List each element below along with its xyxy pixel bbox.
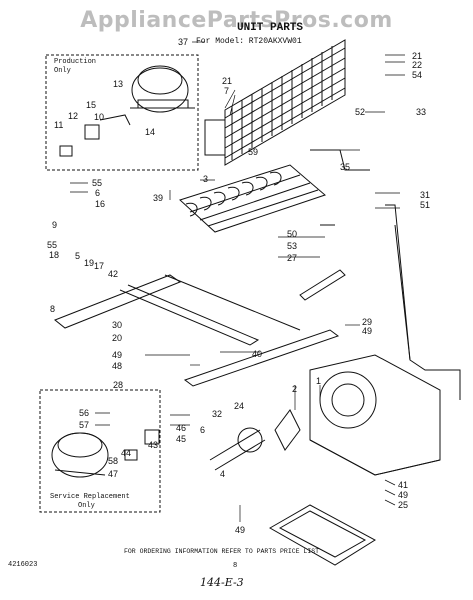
part-callout: 11 — [54, 120, 64, 130]
fan-motor — [209, 409, 301, 471]
part-callout: 15 — [86, 100, 97, 110]
relay-parts — [59, 114, 131, 157]
page-number: 8 — [233, 562, 238, 570]
part-callout: 2 — [292, 384, 298, 394]
evaporator-coil — [179, 164, 326, 233]
part-callout: 18 — [49, 250, 60, 260]
part-callout: 47 — [108, 469, 119, 479]
part-callout: 13 — [113, 79, 124, 89]
part-callout: 37 — [178, 37, 189, 47]
document-number: 4216023 — [8, 561, 38, 569]
part-callout: 59 — [248, 147, 259, 157]
drain-tube — [310, 149, 461, 400]
part-callout: 44 — [121, 448, 132, 458]
heat-exchanger-tube — [299, 224, 346, 301]
production-only-label-line1: Production — [54, 58, 97, 66]
part-callout: 33 — [416, 107, 427, 117]
part-callout: 49 — [112, 350, 123, 360]
part-callout: 48 — [112, 361, 123, 371]
part-callout: 10 — [94, 112, 105, 122]
part-callout: 55 — [92, 178, 103, 188]
part-callout: 29 — [362, 317, 373, 327]
drain-pan — [268, 504, 376, 566]
diagram-title: UNIT PARTS — [236, 22, 303, 34]
part-callout: 45 — [176, 434, 187, 444]
part-callout: 42 — [108, 269, 119, 279]
compressor-production — [130, 65, 195, 113]
part-callout: 49 — [398, 490, 409, 500]
part-callout: 30 — [112, 320, 123, 330]
part-callout: 54 — [412, 70, 423, 80]
part-callout: 20 — [112, 333, 123, 343]
base-frame — [54, 274, 340, 387]
part-callout: 46 — [176, 423, 187, 433]
part-callout: 6 — [95, 188, 101, 198]
part-callout: 31 — [420, 190, 431, 200]
part-callout: 5 — [75, 251, 81, 261]
part-callout: 57 — [79, 420, 90, 430]
model-number: For Model: RT20AKXVW01 — [196, 37, 302, 46]
part-callout: 41 — [398, 480, 409, 490]
part-callout: 3 — [203, 174, 209, 184]
part-callout: 1 — [316, 376, 322, 386]
production-only-box — [45, 54, 199, 171]
leader-lines — [70, 41, 405, 522]
part-callout: 43 — [148, 440, 159, 450]
part-callout: 7 — [224, 86, 230, 96]
part-callout: 51 — [420, 200, 431, 210]
part-callout: 52 — [355, 107, 366, 117]
part-callout: 21 — [412, 51, 423, 61]
part-callout: 12 — [68, 111, 79, 121]
part-callout: 4 — [220, 469, 226, 479]
part-callout: 32 — [212, 409, 223, 419]
part-callout: 49 — [362, 326, 373, 336]
part-callout: 21 — [222, 76, 233, 86]
service-replacement-label-line1: Service Replacement — [50, 493, 130, 501]
service-replacement-box — [39, 389, 161, 513]
handwritten-note: 144-E-3 — [200, 576, 244, 589]
watermark-text: AppliancePartsPros.com — [80, 8, 393, 33]
part-callout: 53 — [287, 241, 298, 251]
fan-bracket — [309, 354, 441, 476]
part-callout: 22 — [412, 60, 423, 70]
part-callout: 16 — [95, 199, 106, 209]
part-callout: 25 — [398, 500, 409, 510]
part-callout: 55 — [47, 240, 58, 250]
ordering-info-text: FOR ORDERING INFORMATION REFER TO PARTS … — [124, 548, 320, 555]
part-callout: 35 — [340, 162, 351, 172]
part-callout: 50 — [287, 229, 298, 239]
part-callout: 49 — [235, 525, 246, 535]
part-callout: 24 — [234, 401, 245, 411]
part-callout: 28 — [113, 380, 124, 390]
part-callout: 19 — [84, 258, 95, 268]
part-callout: 58 — [108, 456, 119, 466]
part-callout: 8 — [50, 304, 56, 314]
part-callout: 56 — [79, 408, 90, 418]
part-callout: 39 — [153, 193, 164, 203]
part-callout: 6 — [200, 425, 206, 435]
part-callout: 40 — [252, 349, 263, 359]
part-callout: 27 — [287, 253, 298, 263]
part-callout: 9 — [52, 220, 58, 230]
service-replacement-label-line2: Only — [78, 502, 95, 510]
condenser-coil — [204, 39, 346, 166]
part-callout: 17 — [94, 261, 105, 271]
production-only-label-line2: Only — [54, 67, 71, 75]
compressor-service — [51, 429, 160, 478]
part-callout: 14 — [145, 127, 156, 137]
